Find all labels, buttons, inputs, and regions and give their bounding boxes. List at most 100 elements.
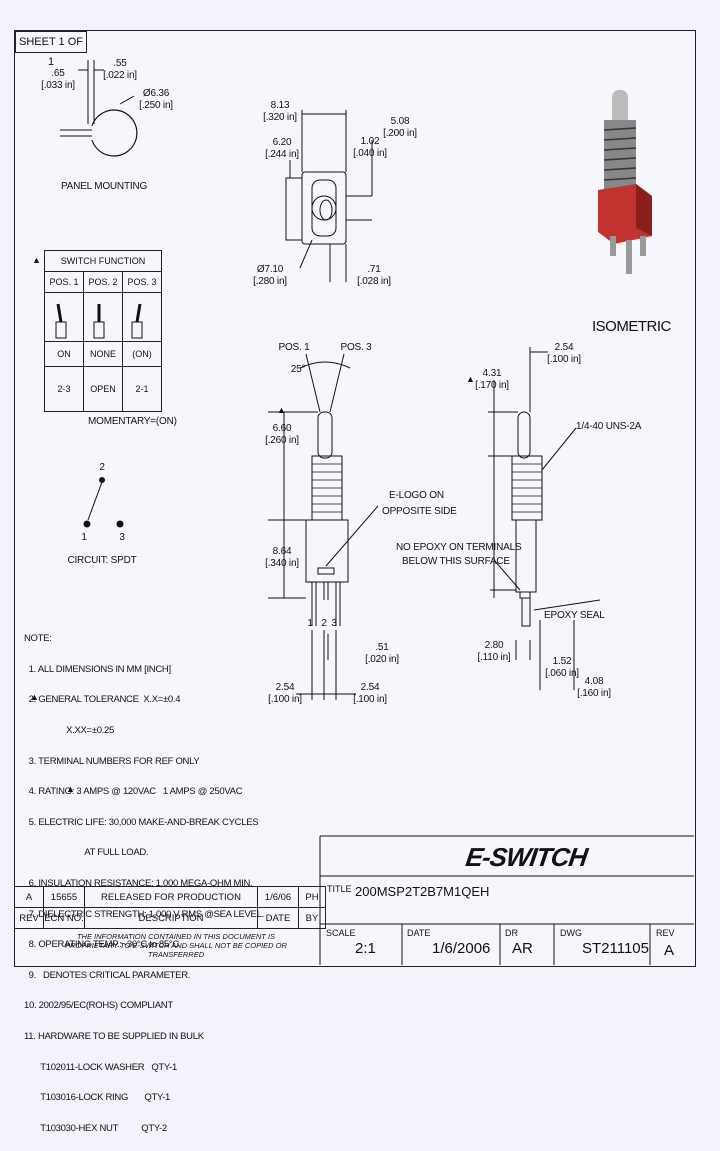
note-line: 11. HARDWARE TO BE SUPPLIED IN BULK bbox=[24, 1031, 204, 1043]
note-line: 2. GENERAL TOLERANCE X.X=±0.4 bbox=[24, 694, 181, 706]
sv-s2-in: [.170 in] bbox=[475, 380, 509, 391]
scale-label: SCALE bbox=[326, 928, 356, 938]
sf-state-3: (ON) bbox=[122, 341, 162, 367]
note-line: 4. RATING: 3 AMPS @ 120VAC 1 AMPS @ 250V… bbox=[24, 786, 243, 798]
dwg-value: ST211105 bbox=[582, 940, 649, 957]
part-title: 200MSP2T2B7M1QEH bbox=[355, 884, 490, 899]
drawing-linework bbox=[55, 60, 694, 965]
e-switch-logo: E-SWITCH bbox=[463, 842, 589, 872]
sf-pic-3 bbox=[122, 292, 162, 342]
top-dim-a-in: [.320 in] bbox=[263, 112, 297, 123]
panel-dim-1-in: [.033 in] bbox=[41, 80, 75, 91]
date-cell: 1/6/06 bbox=[257, 886, 299, 908]
ecn-cell: 15655 bbox=[43, 886, 85, 908]
revision-row: A 15655 RELEASED FOR PRODUCTION 1/6/06 P… bbox=[14, 886, 326, 908]
note-line: T103030-HEX NUT QTY-2 bbox=[24, 1122, 167, 1134]
top-view-drawing bbox=[285, 110, 373, 282]
side-view-drawing bbox=[488, 347, 601, 690]
rev-header: REV bbox=[14, 907, 44, 929]
note-line: X.XX=±0.25 bbox=[24, 725, 115, 737]
sf-conn-3: 2-1 bbox=[122, 366, 162, 412]
panel-dim-3-in: [.250 in] bbox=[139, 100, 173, 111]
fv-logo-note-2: OPPOSITE SIDE bbox=[382, 506, 457, 517]
sv-s5-in: [.160 in] bbox=[577, 688, 611, 699]
switch-function-table: SWITCH FUNCTION POS. 1 POS. 2 POS. 3 ON … bbox=[44, 250, 162, 412]
isometric-label: ISOMETRIC bbox=[592, 318, 671, 335]
switch-function-title: SWITCH FUNCTION bbox=[44, 250, 162, 272]
note-line: T102011-LOCK WASHER QTY-1 bbox=[24, 1061, 177, 1073]
note4-critical-icon: ▲ bbox=[30, 692, 39, 702]
fv-w1-mm: .51 bbox=[375, 642, 389, 653]
sv-seal: EPOXY SEAL bbox=[544, 610, 605, 621]
dwg-label: DWG bbox=[560, 928, 582, 938]
sv-s3-mm: 2.80 bbox=[484, 640, 504, 651]
note-line: NOTE: bbox=[24, 633, 52, 645]
sv-s3-in: [.110 in] bbox=[477, 652, 511, 663]
top-dim-b-mm: 6.20 bbox=[272, 137, 292, 148]
fv-p2-mm: 2.54 bbox=[360, 682, 380, 693]
drawing-sheet bbox=[14, 30, 696, 967]
date-label: DATE bbox=[407, 928, 431, 938]
sv-s1-mm: 2.54 bbox=[554, 342, 574, 353]
panel-dim-1-mm: .65 bbox=[51, 68, 65, 79]
sv-epoxy-note-2: BELOW THIS SURFACE bbox=[402, 556, 510, 567]
note-line: T103016-LOCK RING QTY-1 bbox=[24, 1092, 171, 1104]
top-dim-a-mm: 8.13 bbox=[270, 100, 290, 111]
sv-critical-icon: ▲ bbox=[466, 374, 475, 384]
rev-value: A bbox=[664, 942, 675, 959]
top-dim-f-mm: .71 bbox=[367, 264, 381, 275]
circuit-terminal-3: 3 bbox=[119, 532, 125, 543]
isometric-drawing bbox=[598, 90, 652, 274]
notes-block: NOTE: 1. ALL DIMENSIONS IN MM [INCH] 2. … bbox=[24, 616, 264, 1151]
fv-h2-in: [.340 in] bbox=[265, 558, 299, 569]
sf-header-pos3: POS. 3 bbox=[122, 271, 162, 293]
sv-s5-mm: 4.08 bbox=[584, 676, 604, 687]
fv-h1-in: [.260 in] bbox=[265, 435, 299, 446]
fv-angle: 25° bbox=[290, 364, 306, 375]
note-line: 8. OPERATING TEMP.: -30°C to 85°C bbox=[24, 939, 180, 951]
sheet-label: SHEET 1 OF 1 bbox=[15, 31, 87, 68]
sv-s1-in: [.100 in] bbox=[547, 354, 581, 365]
panel-caption: PANEL MOUNTING bbox=[60, 181, 148, 192]
rev-cell: A bbox=[14, 886, 44, 908]
sv-s4-in: [.060 in] bbox=[545, 668, 579, 679]
fv-w1-in: [.020 in] bbox=[365, 654, 399, 665]
fv-pin-3: 3 bbox=[331, 618, 337, 629]
sf-conn-2: OPEN bbox=[83, 366, 123, 412]
fv-pos1: POS. 1 bbox=[278, 342, 310, 353]
description-cell: RELEASED FOR PRODUCTION bbox=[84, 886, 258, 908]
dr-label: DR bbox=[505, 928, 518, 938]
panel-dim-2-mm: .55 bbox=[113, 58, 127, 69]
fv-p1-in: [.100 in] bbox=[268, 694, 302, 705]
top-dim-e-in: [.280 in] bbox=[253, 276, 287, 287]
circuit-diagram bbox=[83, 477, 124, 528]
fv-h2-mm: 8.64 bbox=[272, 546, 292, 557]
fv-pin-1: 1 bbox=[307, 618, 313, 629]
top-dim-f-in: [.028 in] bbox=[357, 276, 391, 287]
sf-pic-1 bbox=[44, 292, 84, 342]
panel-dim-3-mm: Ø6.36 bbox=[142, 88, 170, 99]
fv-logo-note-1: E-LOGO ON bbox=[389, 490, 444, 501]
fv-critical-icon: ▲ bbox=[277, 405, 286, 415]
sf-header-pos1: POS. 1 bbox=[44, 271, 84, 293]
sf-footer: MOMENTARY=(ON) bbox=[88, 416, 177, 427]
note-line: 1. ALL DIMENSIONS IN MM [INCH] bbox=[24, 663, 171, 675]
top-dim-c-mm: 5.08 bbox=[390, 116, 410, 127]
top-dim-d-in: [.040 in] bbox=[353, 148, 387, 159]
by-cell: PH bbox=[298, 886, 326, 908]
description-header: DESCRIPTION bbox=[84, 907, 258, 929]
proprietary-notice: THE INFORMATION CONTAINED IN THIS DOCUME… bbox=[65, 932, 287, 959]
sf-pic-2 bbox=[83, 292, 123, 342]
critical-triangle-icon: ▲ bbox=[32, 255, 41, 265]
sf-conn-1: 2-3 bbox=[44, 366, 84, 412]
revision-header-row: REV ECN NO. DESCRIPTION DATE BY bbox=[14, 907, 326, 929]
fv-pin-2: 2 bbox=[321, 618, 327, 629]
note-line: 5. ELECTRIC LIFE: 30,000 MAKE-AND-BREAK … bbox=[24, 816, 259, 828]
by-header: BY bbox=[298, 907, 326, 929]
circuit-terminal-2: 2 bbox=[99, 462, 105, 473]
date-value: 1/6/2006 bbox=[432, 940, 491, 957]
fv-p2-in: [.100 in] bbox=[353, 694, 387, 705]
revision-table: A 15655 RELEASED FOR PRODUCTION 1/6/06 P… bbox=[14, 886, 326, 929]
sf-state-2: NONE bbox=[83, 341, 123, 367]
date-header: DATE bbox=[257, 907, 299, 929]
